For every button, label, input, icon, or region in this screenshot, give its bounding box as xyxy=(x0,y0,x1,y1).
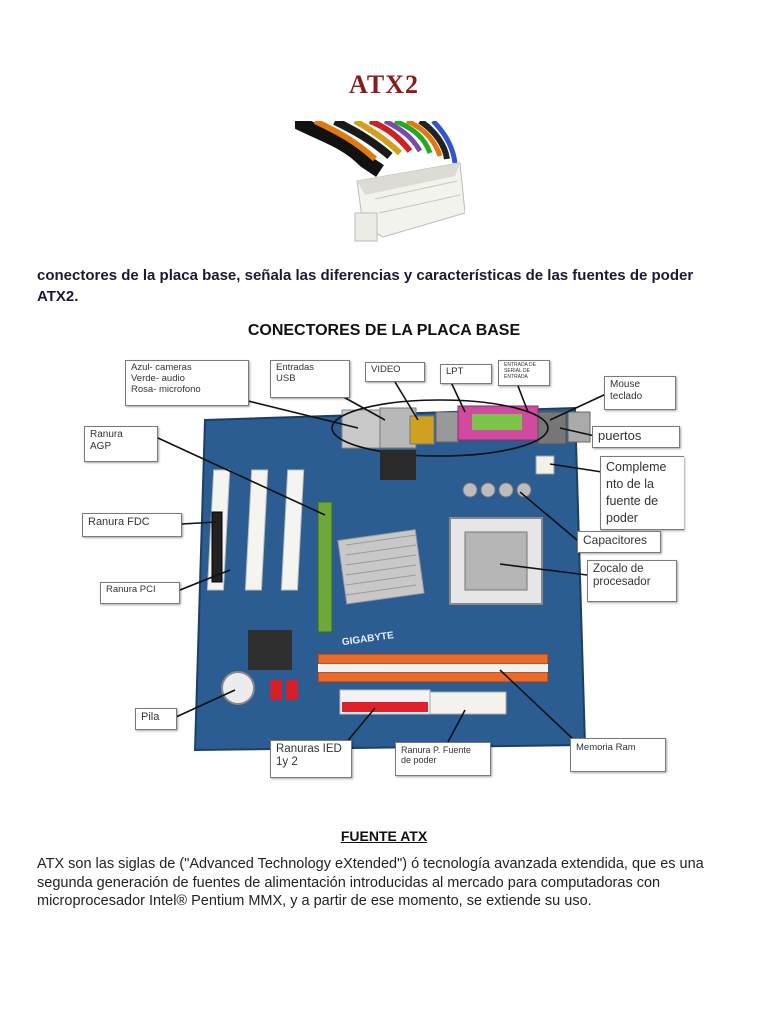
label-agp-slot: Ranura AGP xyxy=(84,426,158,462)
label-capacitors: Capacitores xyxy=(577,531,661,553)
label-fdc-slot: Ranura FDC xyxy=(82,513,182,537)
label-cpu-socket: Zocalo de procesador xyxy=(587,560,677,602)
label-battery: Pila xyxy=(135,708,177,730)
label-usb-ports: Entradas USB xyxy=(270,360,350,398)
label-pci-slot: Ranura PCI xyxy=(100,582,180,604)
label-mouse-keyboard: Mouse teclado xyxy=(604,376,676,410)
label-ram-memory: Memoria Ram xyxy=(570,738,666,772)
section-title: FUENTE ATX xyxy=(340,828,428,844)
atx-power-cable-image xyxy=(295,121,465,242)
motherboard-diagram: GIGABYTE Azul- cameras Verde- audio Rosa… xyxy=(80,350,690,780)
intro-paragraph: conectores de la placa base, señala las … xyxy=(37,267,694,305)
label-video-port: VIDEO xyxy=(365,362,425,382)
document-title: ATX2 xyxy=(349,70,419,99)
diagram-title: CONECTORES DE LA PLACA BASE xyxy=(247,322,521,339)
label-ports: puertos xyxy=(592,426,680,448)
motherboard-drawing: GIGABYTE xyxy=(157,379,607,752)
label-power-slot: Ranura P. Fuente de poder xyxy=(395,742,491,776)
label-power-complement: Compleme nto de la fuente de poder xyxy=(600,456,684,530)
section-paragraph: ATX son las siglas de ("Advanced Technol… xyxy=(37,856,704,909)
label-serial-port: ENTRADA DE SERIAL DE ENTRADA xyxy=(498,360,550,386)
label-lpt-port: LPT xyxy=(440,364,492,384)
label-audio-ports: Azul- cameras Verde- audio Rosa- microfo… xyxy=(125,360,249,406)
label-ide-slots: Ranuras IED 1y 2 xyxy=(270,740,352,778)
